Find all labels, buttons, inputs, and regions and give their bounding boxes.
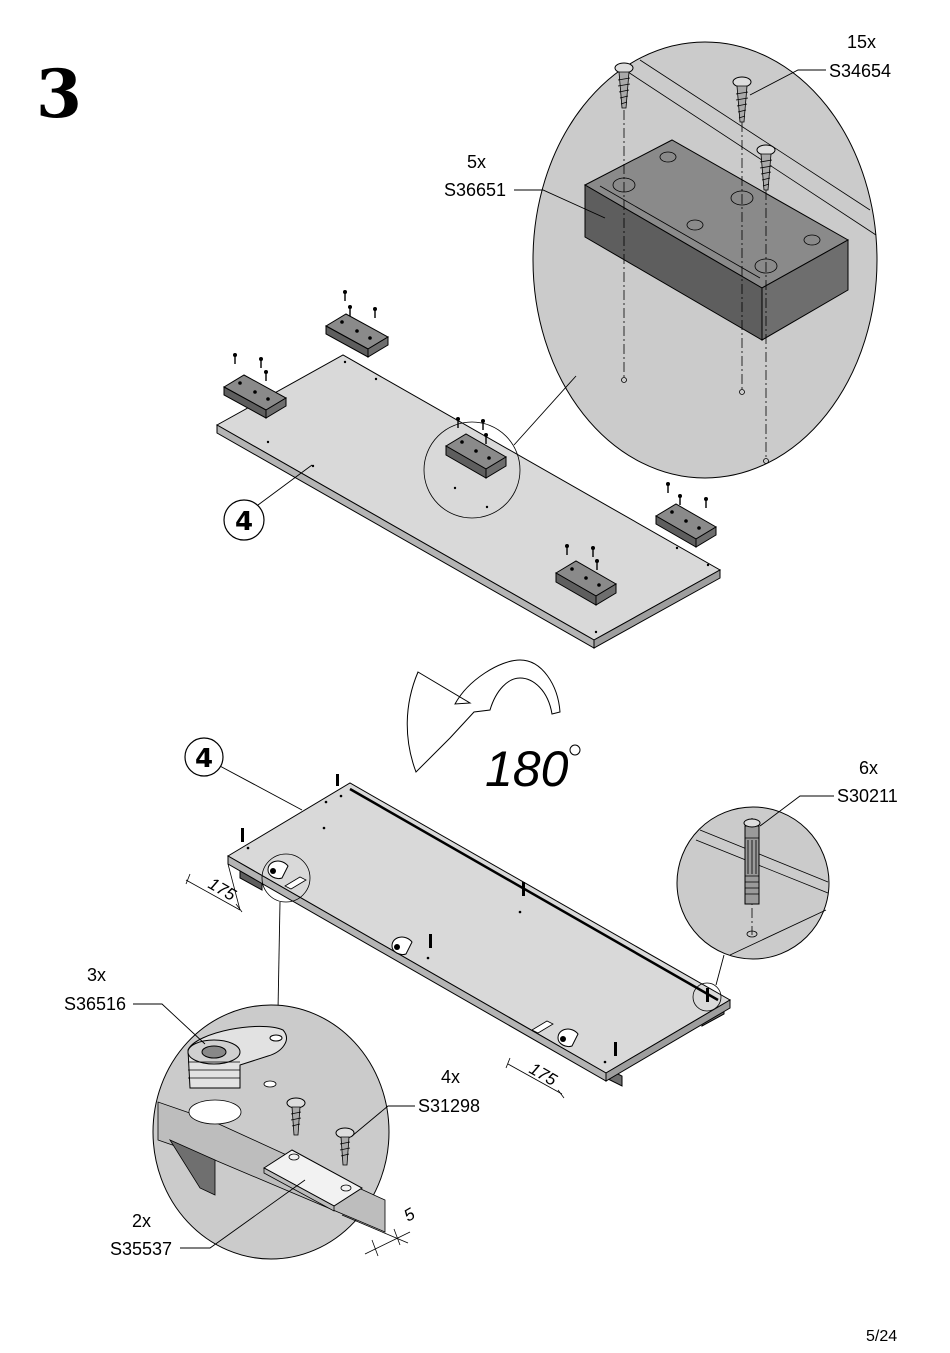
dowel-icon	[241, 774, 709, 1056]
cam-lock-icon	[267, 860, 289, 879]
cam-lock-icon	[187, 1025, 287, 1089]
part-number-badge	[184, 737, 224, 777]
cam-detail-view: 5	[152, 1004, 419, 1260]
top-panel-assembly: 4	[215, 290, 722, 649]
callout-qty: 5x	[467, 152, 486, 172]
page-number: 5/24	[866, 1328, 897, 1345]
block-detail-view	[532, 41, 878, 479]
callout-qty: 6x	[859, 758, 878, 778]
callout-code: S30211	[837, 786, 898, 806]
cam-lock-icon	[557, 1028, 579, 1047]
screw-icon	[756, 144, 776, 191]
callout-code: S36516	[64, 994, 126, 1014]
mounting-block	[324, 313, 390, 358]
rotation-label: 180	[485, 741, 569, 797]
part-number-badge	[223, 499, 265, 541]
small-screws	[234, 293, 707, 570]
rotate-arrow-icon: 180	[406, 659, 581, 797]
degree-symbol	[569, 744, 581, 756]
mounting-block	[445, 433, 507, 479]
callout-screw-s34654: 15x S34654	[749, 32, 891, 96]
callout-code: S31298	[418, 1096, 480, 1116]
part-number-bottom: 4	[195, 744, 213, 774]
callout-code: S35537	[110, 1239, 172, 1259]
dowel-icon	[743, 818, 761, 905]
dowel-detail-view	[676, 806, 830, 960]
callout-qty: 4x	[441, 1067, 460, 1087]
mounting-block-large	[583, 139, 850, 341]
callout-qty: 2x	[132, 1211, 151, 1231]
mounting-block	[555, 560, 617, 606]
mounting-block	[222, 374, 288, 419]
dimension-edge-value: 5	[401, 1204, 419, 1225]
step-number: 3	[36, 55, 82, 133]
screw-icon	[732, 76, 752, 123]
callout-cam-s36516: 3x S36516	[64, 965, 206, 1045]
screw-icon	[614, 62, 634, 109]
cam-lock-icon	[391, 936, 413, 955]
callout-dowel-s30211: 6x S30211	[759, 758, 898, 827]
callout-plate-s35537: 2x S35537	[110, 1179, 306, 1259]
dimension-left-value: 175	[205, 874, 240, 905]
callout-qty: 3x	[87, 965, 106, 985]
bottom-panel-assembly: 175 175 4	[184, 737, 731, 1099]
dimension-left: 175	[185, 863, 243, 913]
callout-block-s36651: 5x S36651	[444, 152, 606, 219]
mounting-block	[655, 503, 717, 548]
dimension-right-value: 175	[526, 1059, 561, 1090]
screw-icon	[286, 1097, 306, 1136]
callout-code: S34654	[829, 61, 891, 81]
callout-code: S36651	[444, 180, 506, 200]
callout-screw-s31298: 4x S31298	[351, 1067, 480, 1137]
screw-icon	[335, 1127, 355, 1166]
callout-qty: 15x	[847, 32, 876, 52]
part-number-top: 4	[235, 507, 253, 537]
dimension-right: 175	[505, 1057, 565, 1099]
